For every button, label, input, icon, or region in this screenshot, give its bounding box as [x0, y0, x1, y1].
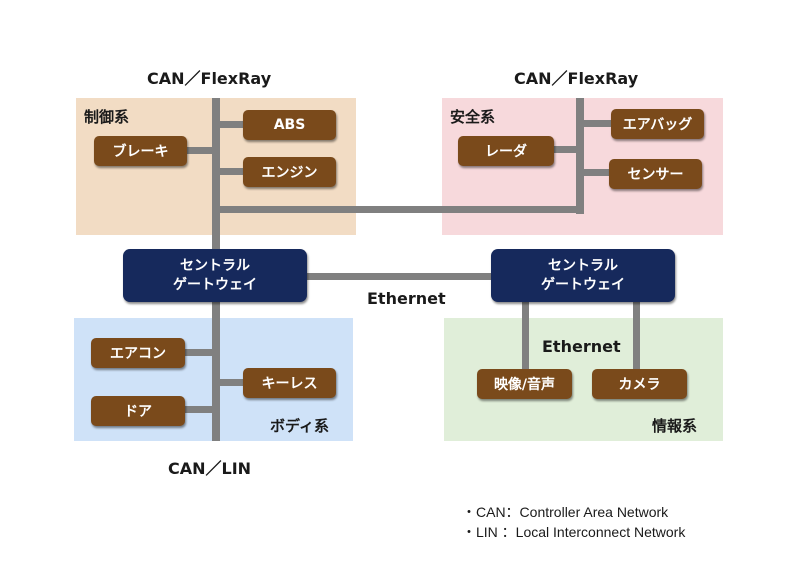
ethernet-backbone-label: Ethernet — [367, 289, 446, 308]
info-camera-bus — [633, 302, 640, 372]
can-lin-label: CAN／LIN — [168, 459, 252, 478]
info-av-bus — [522, 302, 529, 372]
av-node: 映像/音声 — [477, 369, 572, 399]
brake-node: ブレーキ — [94, 136, 187, 166]
note-can: ・CAN：Controller Area Network — [462, 504, 669, 520]
door-node: ドア — [91, 396, 185, 426]
aircon-node: エアコン — [91, 338, 185, 368]
info-zone-title: 情報系 — [652, 417, 698, 435]
safety-zone-title: 安全系 — [450, 108, 496, 126]
gateway-right-line2: ゲートウェイ — [541, 276, 625, 293]
gateway-right-line1: セントラル — [548, 257, 618, 274]
aircon-branch — [184, 349, 216, 356]
gateway-left-line2: ゲートウェイ — [173, 276, 257, 293]
control-safety-link — [216, 206, 584, 213]
central-gateway-right: セントラル ゲートウェイ — [491, 249, 675, 302]
ethernet-info-label: Ethernet — [542, 337, 621, 356]
radar-branch — [553, 146, 580, 153]
gateway-left-line1: セントラル — [180, 257, 250, 274]
brake-branch — [186, 147, 216, 154]
radar-node: レーダ — [458, 136, 554, 166]
sensor-node: センサー — [609, 159, 702, 189]
safety-main-bus — [576, 98, 584, 214]
airbag-branch — [580, 120, 612, 127]
sensor-branch — [580, 169, 610, 176]
keyless-branch — [216, 379, 244, 386]
control-main-bus — [212, 98, 220, 253]
ethernet-backbone-line — [306, 273, 492, 280]
abs-branch — [216, 121, 244, 128]
note-lin: ・LIN ：Local Interconnect Network — [462, 524, 686, 540]
body-zone-title: ボディ系 — [270, 417, 329, 435]
can-flexray-right-label: CAN／FlexRay — [514, 69, 639, 88]
engine-node: エンジン — [243, 157, 336, 187]
engine-branch — [216, 168, 244, 175]
keyless-node: キーレス — [243, 368, 336, 398]
abs-node: ABS — [243, 110, 336, 140]
airbag-node: エアバッグ — [611, 109, 704, 139]
body-main-bus — [212, 300, 220, 441]
can-flexray-left-label: CAN／FlexRay — [147, 69, 272, 88]
door-branch — [184, 406, 216, 413]
camera-node: カメラ — [592, 369, 687, 399]
control-zone-title: 制御系 — [84, 108, 130, 126]
central-gateway-left: セントラル ゲートウェイ — [123, 249, 307, 302]
